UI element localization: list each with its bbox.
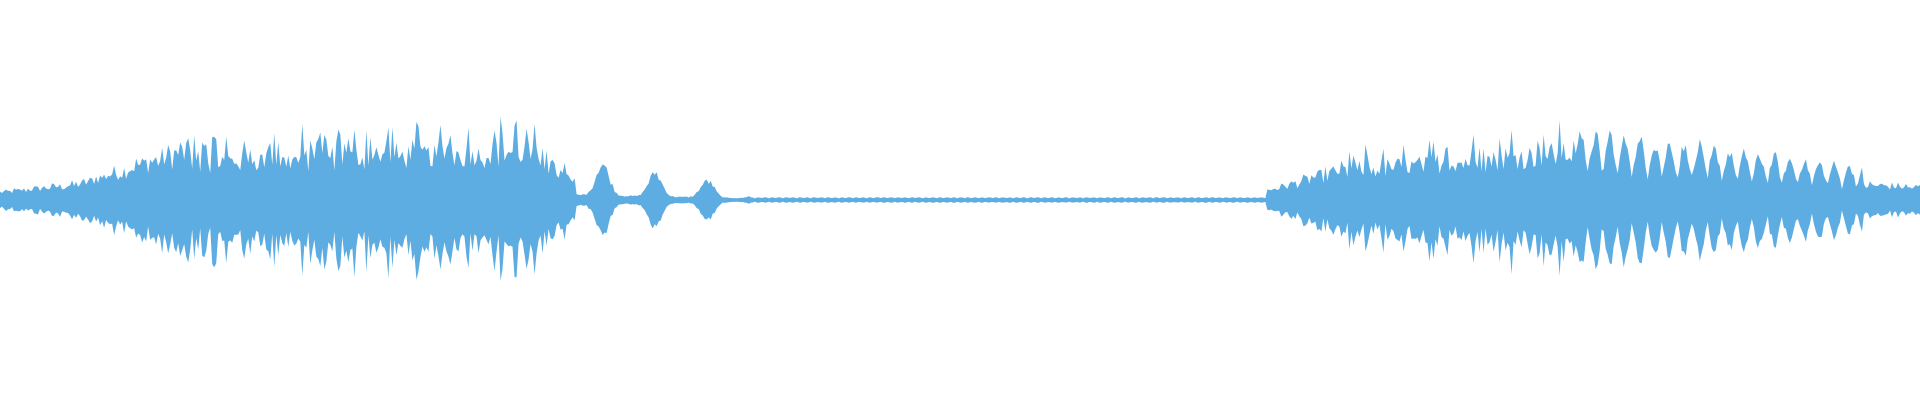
waveform-shape — [0, 116, 1920, 281]
